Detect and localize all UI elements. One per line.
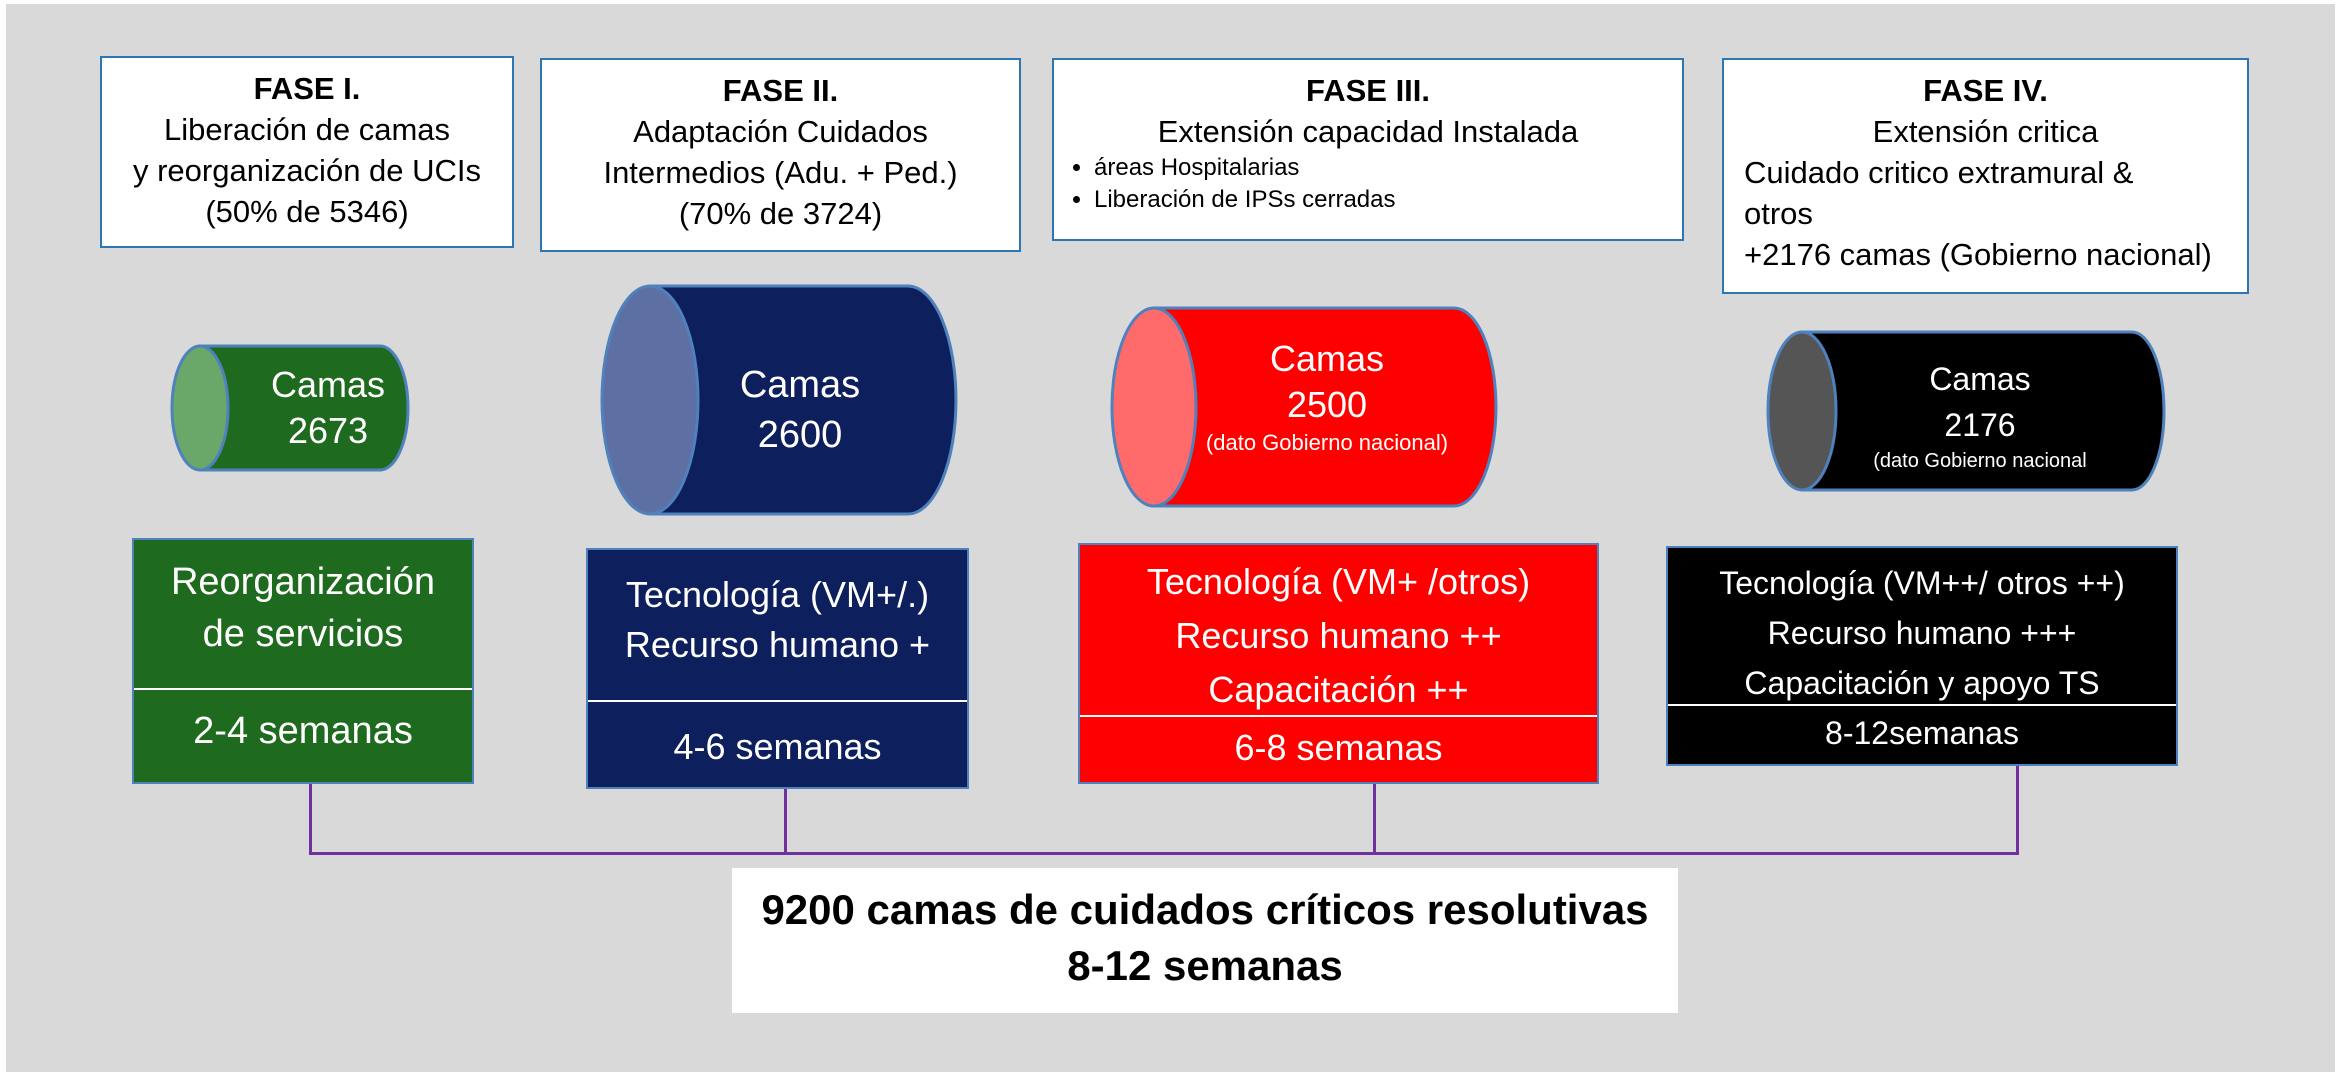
phase-2-line: Adaptación Cuidados xyxy=(633,114,928,149)
phase-2-title: FASE II. xyxy=(722,73,839,108)
phase-4-requirement: Capacitación y apoyo TS xyxy=(1744,665,2100,701)
phase-3-line: Extensión capacidad Instalada xyxy=(1157,114,1579,149)
cylinder-beds-count: 2600 xyxy=(757,414,843,456)
phase-2-divider xyxy=(588,700,967,702)
phase-3-duration: 6-8 semanas xyxy=(1234,727,1443,768)
phase-3-requirement: Tecnología (VM+ /otros) xyxy=(1146,561,1531,602)
phase-3-title: FASE III. xyxy=(1305,73,1431,108)
phase-4-cylinder-label: Camas 2176 (dato Gobierno nacional xyxy=(1820,356,2140,474)
phase-4-line: Extensión critica xyxy=(1872,114,2099,149)
phase-4-line: otros xyxy=(1744,196,1813,231)
connector-line xyxy=(784,789,787,854)
phase-3-bullet: áreas Hospitalarias xyxy=(1094,152,1682,184)
phase-4-divider xyxy=(1668,704,2176,706)
phase-2-line: (70% de 3724) xyxy=(678,196,883,231)
phase-2-header: FASE II. Adaptación Cuidados Intermedios… xyxy=(540,58,1021,252)
summary-duration: 8-12 semanas xyxy=(1067,942,1343,989)
phase-1-beds-cylinder xyxy=(170,344,410,472)
phase-4-line: Cuidado critico extramural & xyxy=(1744,155,2134,190)
phase-2-info-box: Tecnología (VM+/.) Recurso humano + 4-6 … xyxy=(586,548,969,789)
phase-3-bullets: áreas Hospitalarias Liberación de IPSs c… xyxy=(1054,152,1682,216)
phase-4-requirement: Tecnología (VM++/ otros ++) xyxy=(1719,565,2125,601)
cylinder-beds-count: 2673 xyxy=(287,410,369,451)
phase-2-beds-cylinder xyxy=(600,284,958,516)
connector-line xyxy=(309,784,312,854)
connector-line xyxy=(309,852,2019,855)
phase-2-line: Intermedios (Adu. + Ped.) xyxy=(603,155,958,190)
phase-3-requirement: Capacitación ++ xyxy=(1208,669,1469,710)
summary-box: 9200 camas de cuidados críticos resoluti… xyxy=(732,868,1678,1013)
phase-1-header: FASE I. Liberación de camas y reorganiza… xyxy=(100,56,514,248)
phase-2-cylinder-label: Camas 2600 xyxy=(700,360,900,460)
phase-3-divider xyxy=(1080,715,1597,717)
cylinder-beds-count: 2500 xyxy=(1286,384,1368,425)
cylinder-beds-label: Camas xyxy=(1269,338,1385,379)
phase-1-title: FASE I. xyxy=(253,71,361,106)
connector-line xyxy=(2016,766,2019,854)
phase-4-beds-cylinder xyxy=(1766,330,2166,492)
phase-1-line: (50% de 5346) xyxy=(205,194,409,229)
phase-1-divider xyxy=(134,688,472,690)
cylinder-beds-label: Camas xyxy=(270,364,386,405)
phase-3-info-box: Tecnología (VM+ /otros) Recurso humano +… xyxy=(1078,543,1599,784)
phase-3-bullet: Liberación de IPSs cerradas xyxy=(1094,184,1682,216)
phase-4-header: FASE IV. Extensión critica Cuidado criti… xyxy=(1722,58,2249,294)
summary-total-beds: 9200 camas de cuidados críticos resoluti… xyxy=(761,886,1649,933)
phase-1-line: Liberación de camas xyxy=(163,112,451,147)
connector-line xyxy=(1373,784,1376,854)
cylinder-beds-count: 2176 xyxy=(1944,407,2016,443)
phase-3-beds-cylinder xyxy=(1110,306,1498,508)
phase-4-line: +2176 camas (Gobierno nacional) xyxy=(1744,237,2212,272)
phase-1-duration: 2-4 semanas xyxy=(193,710,413,752)
phase-3-requirement: Recurso humano ++ xyxy=(1175,615,1502,656)
phase-1-line: y reorganización de UCIs xyxy=(132,153,482,188)
cylinder-note: (dato Gobierno nacional xyxy=(1873,450,2087,472)
cylinder-beds-label: Camas xyxy=(1929,361,2031,397)
phase-1-info-box: Reorganización de servicios 2-4 semanas xyxy=(132,538,474,784)
phase-3-cylinder-label: Camas 2500 (dato Gobierno nacional) xyxy=(1162,336,1492,458)
phase-2-requirement: Recurso humano + xyxy=(624,624,931,665)
phase-1-cylinder-label: Camas 2673 xyxy=(248,362,408,454)
phase-3-header: FASE III. Extensión capacidad Instalada … xyxy=(1052,58,1684,241)
phase-4-info-box: Tecnología (VM++/ otros ++) Recurso huma… xyxy=(1666,546,2178,766)
cylinder-beds-label: Camas xyxy=(739,364,861,406)
phase-4-duration: 8-12semanas xyxy=(1825,715,2019,751)
phase-4-requirement: Recurso humano +++ xyxy=(1767,615,2077,651)
cylinder-note: (dato Gobierno nacional) xyxy=(1205,430,1449,455)
phase-1-requirement: de servicios xyxy=(202,613,404,655)
phase-4-title: FASE IV. xyxy=(1923,73,2048,108)
phase-2-duration: 4-6 semanas xyxy=(673,726,882,767)
phase-1-requirement: Reorganización xyxy=(170,561,436,603)
phase-2-requirement: Tecnología (VM+/.) xyxy=(625,574,930,615)
